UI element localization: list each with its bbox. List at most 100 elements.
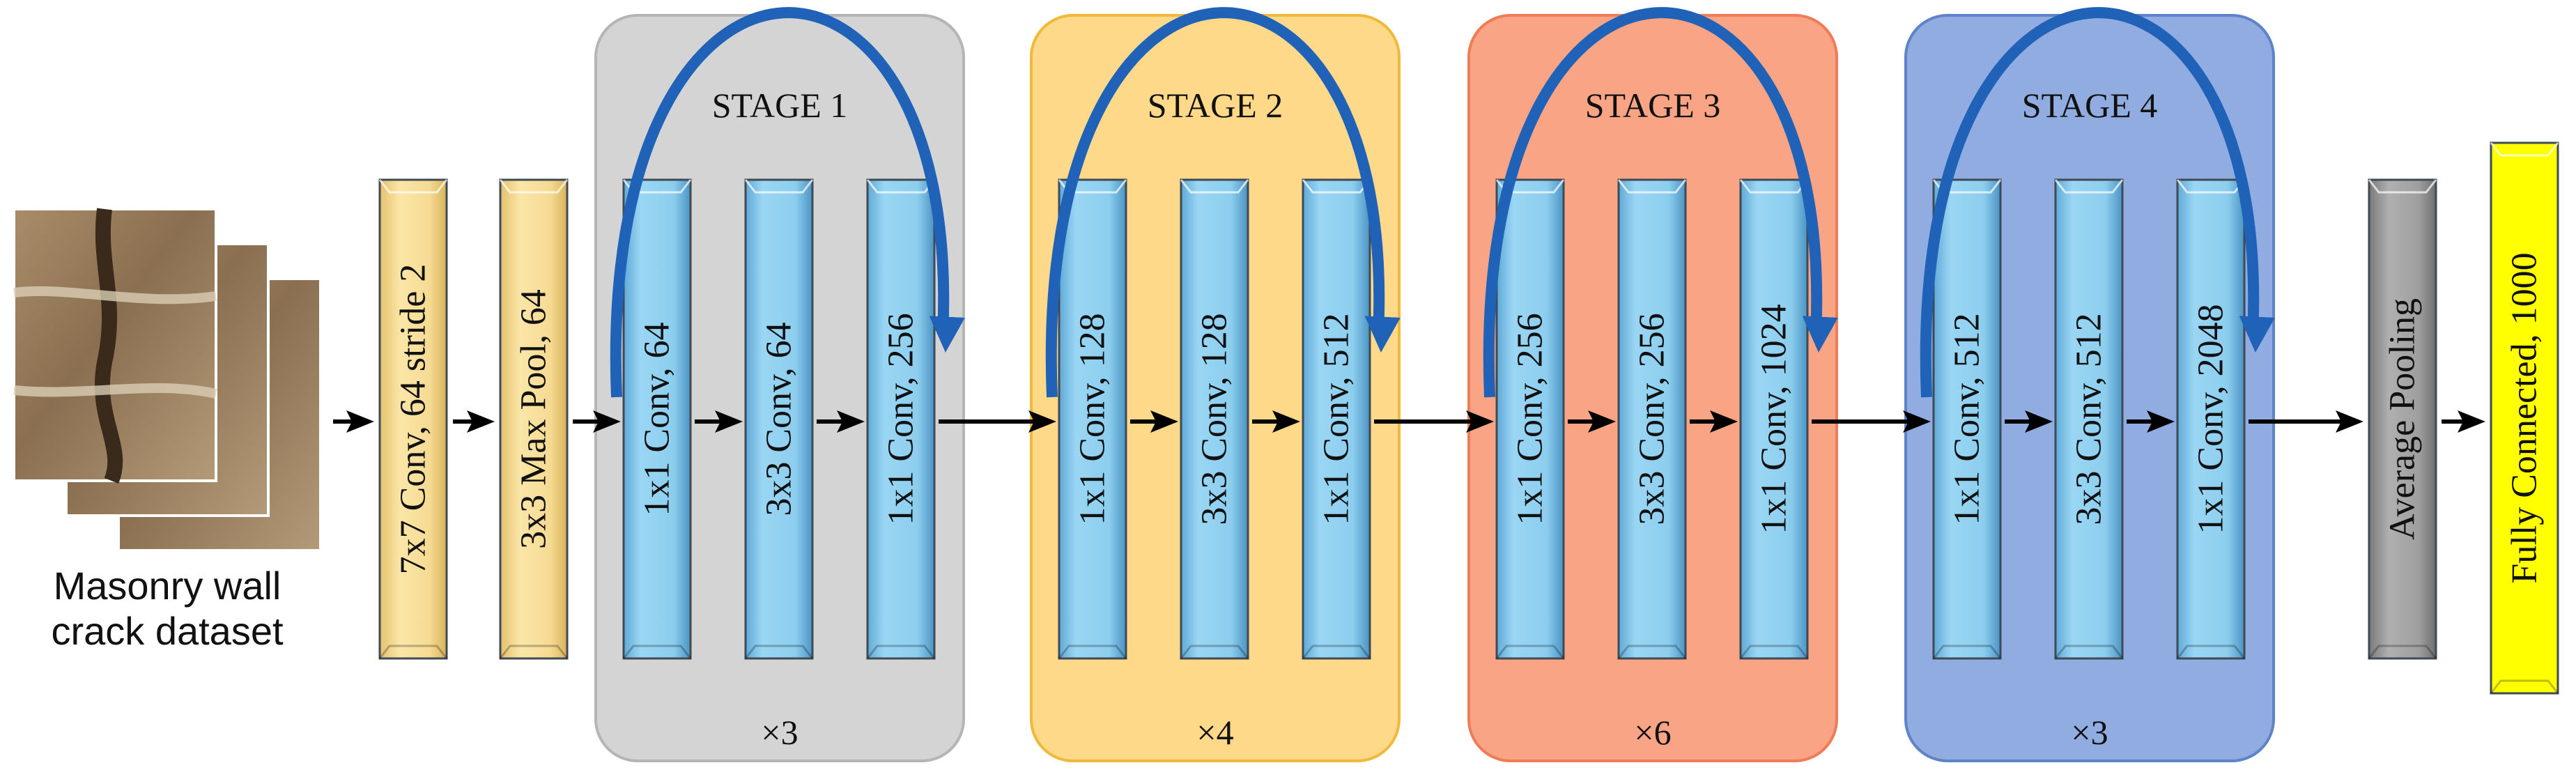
stage-2-layer-2: 3x3 Conv, 128 <box>1180 178 1249 660</box>
stage-1-layer-3: 1x1 Conv, 256 <box>866 178 936 660</box>
stage-3-layer-3: 1x1 Conv, 1024 <box>1739 178 1809 660</box>
stage-2-layer-2-bevel-bottom <box>1180 645 1249 659</box>
stem-maxpool: 3x3 Max Pool, 64 <box>499 178 569 660</box>
stage-1-inner-arrow-2-head <box>837 410 865 433</box>
stage-2-repeat: ×4 <box>1196 713 1233 752</box>
stage-1-inner-arrow-1-head <box>715 410 743 433</box>
arrow-pooling-to-fc <box>2442 410 2485 433</box>
stage-2-layer-2-bevel <box>1180 179 1249 194</box>
stage-2-layer-2-box <box>1180 178 1249 660</box>
stage-4-inner-arrow-1 <box>2005 410 2053 433</box>
stage-3-layer-3-bevel-bottom <box>1739 645 1809 659</box>
stage-3-layer-1-bevel-bottom <box>1495 645 1565 659</box>
arrow-stage4-to-pooling <box>2249 410 2363 433</box>
stage-4-layer-2-label: 3x3 Conv, 512 <box>2069 313 2109 525</box>
arrow-conv-to-pool <box>453 410 495 433</box>
stage-4-layer-2-bevel <box>2054 179 2124 194</box>
stage-3-repeat: ×6 <box>1634 713 1671 752</box>
crack-line <box>94 208 123 484</box>
stage-2-layer-1-label: 1x1 Conv, 128 <box>1073 313 1113 525</box>
average-pooling-label: Average Pooling <box>2383 298 2423 540</box>
stage-4-layer-3-box <box>2176 178 2246 660</box>
stage-1-skip-connection-arrow <box>610 7 965 398</box>
stage-1-layer-3-label: 1x1 Conv, 256 <box>881 313 921 525</box>
stage-4-inner-arrow-2-head <box>2147 410 2175 433</box>
arrow-conv-to-pool-head <box>467 410 495 433</box>
stage-1-layer-2: 3x3 Conv, 64 <box>744 178 814 660</box>
stem-conv-7x7-box <box>378 178 448 660</box>
fully-connected-bevel <box>2490 142 2559 157</box>
stem-conv-7x7-bevel-bottom <box>378 645 448 659</box>
stage-3-layer-2: 3x3 Conv, 256 <box>1617 178 1687 660</box>
average-pooling-bevel <box>2368 179 2437 194</box>
stage-2-layer-3-label: 1x1 Conv, 512 <box>1317 313 1357 525</box>
stage-2-inner-arrow-1-head <box>1150 410 1178 433</box>
stage-4-layer-3-label: 1x1 Conv, 2048 <box>2191 304 2231 534</box>
stage-1-layer-3-bevel-bottom <box>866 645 936 659</box>
stem-conv-7x7: 7x7 Conv, 64 stride 2 <box>378 178 448 660</box>
stage-1-layer-1: 1x1 Conv, 64 <box>622 178 692 660</box>
stage-4-repeat: ×3 <box>2071 713 2108 752</box>
average-pooling-bevel-bottom <box>2368 645 2437 659</box>
stage-2-title: STAGE 2 <box>1148 86 1283 125</box>
stage-2-layer-1-bevel-bottom <box>1058 645 1127 659</box>
arrow-stage1-to-stage2-head <box>1028 410 1056 433</box>
stage-4-skip-connection-arrow <box>1920 7 2275 398</box>
stage-1-layer-2-box <box>744 178 814 660</box>
stage-3-title: STAGE 3 <box>1585 86 1721 125</box>
stage-1-layer-2-bevel <box>744 179 814 194</box>
stage-1-layer-2-bevel-bottom <box>744 645 814 659</box>
stage-4-layer-3: 1x1 Conv, 2048 <box>2176 178 2246 660</box>
fully-connected-box <box>2490 141 2559 695</box>
stage-2-inner-arrow-2-head <box>1272 410 1300 433</box>
fully-connected-label: Fully Connected, 1000 <box>2505 252 2545 583</box>
arrow-input-to-conv-head <box>346 410 374 433</box>
stage-4-layer-3-bevel-bottom <box>2176 645 2246 659</box>
arrow-stage2-to-stage3-head <box>1466 410 1494 433</box>
stage-1-repeat: ×3 <box>761 713 798 752</box>
stage-3-skip-connection-arrow <box>1483 7 1838 398</box>
arrow-pool-to-stage1 <box>573 410 621 433</box>
stem-maxpool-bevel <box>499 179 569 194</box>
stage-3-layer-2-bevel-bottom <box>1617 645 1687 659</box>
arrow-stage3-to-stage4 <box>1812 410 1931 433</box>
arrow-stage4-to-pooling-head <box>2336 410 2363 433</box>
stage-1-layer-1-bevel <box>622 179 692 194</box>
stage-1-inner-arrow-2 <box>817 410 865 433</box>
stage-3-inner-arrow-2-head <box>1710 410 1738 433</box>
stage-2-inner-arrow-2 <box>1252 410 1300 433</box>
fully-connected: Fully Connected, 1000 <box>2490 141 2559 695</box>
average-pooling: Average Pooling <box>2368 178 2437 660</box>
stage-3-inner-arrow-1-head <box>1588 410 1616 433</box>
arrow-input-to-conv <box>333 410 374 433</box>
stage-1-inner-arrow-1 <box>695 410 743 433</box>
stage-4-layer-2: 3x3 Conv, 512 <box>2054 178 2124 660</box>
stage-2-layer-1: 1x1 Conv, 128 <box>1058 178 1127 660</box>
dataset-image-stack <box>13 208 322 552</box>
stage-4-layer-2-bevel-bottom <box>2054 645 2124 659</box>
arrow-stage1-to-stage2 <box>939 410 1056 433</box>
arrow-stage2-to-stage3 <box>1374 410 1494 433</box>
stage-2-layer-3: 1x1 Conv, 512 <box>1302 178 1371 660</box>
arrow-pool-to-stage1-head <box>593 410 621 433</box>
stage-4-layer-1-bevel-bottom <box>1932 645 2002 659</box>
fully-connected-bevel-bottom <box>2490 679 2559 694</box>
stage-1-layer-1-box <box>622 178 692 660</box>
stage-2-layer-2-label: 3x3 Conv, 128 <box>1195 313 1235 525</box>
stage-1-title: STAGE 1 <box>712 86 848 125</box>
stage-3-layer-2-bevel <box>1617 179 1687 194</box>
stage-2-inner-arrow-1 <box>1130 410 1178 433</box>
stem-conv-7x7-label: 7x7 Conv, 64 stride 2 <box>394 264 433 575</box>
stage-3-layer-2-label: 3x3 Conv, 256 <box>1633 313 1672 525</box>
stage-3-layer-1-bevel <box>1495 179 1565 194</box>
dataset-caption-line2: crack dataset <box>51 609 283 653</box>
stem-maxpool-label: 3x3 Max Pool, 64 <box>514 289 554 549</box>
stage-1-layer-2-label: 3x3 Conv, 64 <box>759 322 799 516</box>
stem-maxpool-bevel-bottom <box>499 645 569 659</box>
stage-4-layer-1-box <box>1932 178 2002 660</box>
stage-3-layer-3-label: 1x1 Conv, 1024 <box>1754 304 1794 534</box>
stage-3-inner-arrow-1 <box>1568 410 1616 433</box>
stage-2-layer-3-bevel-bottom <box>1302 645 1371 659</box>
stage-3-layer-1-label: 1x1 Conv, 256 <box>1511 313 1550 525</box>
stage-3-layer-1: 1x1 Conv, 256 <box>1495 178 1565 660</box>
